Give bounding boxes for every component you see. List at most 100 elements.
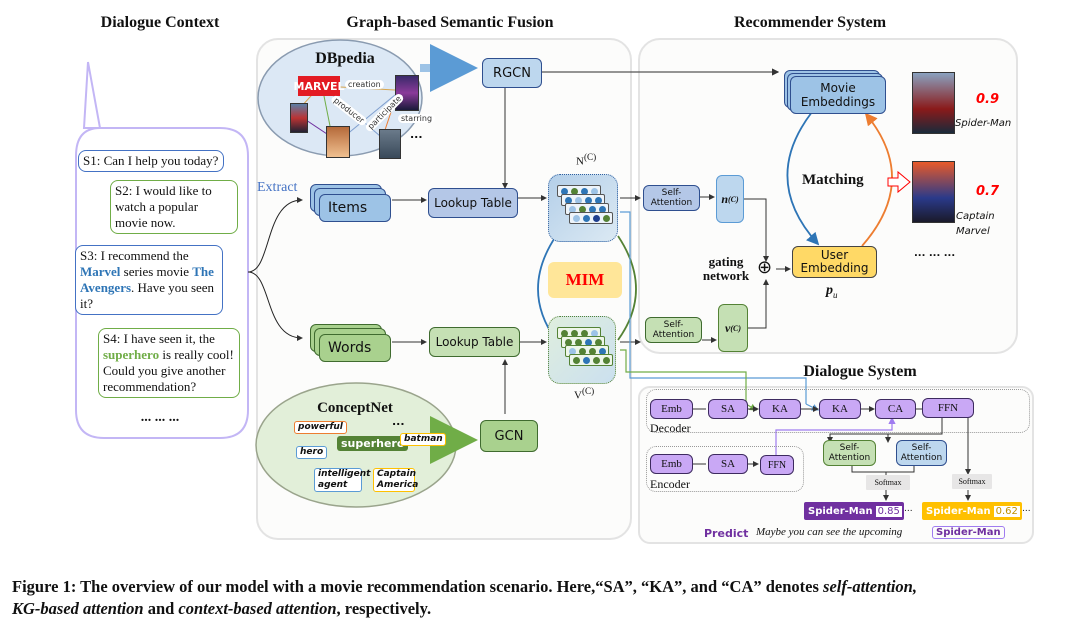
decoder-label: Decoder (650, 421, 691, 435)
items-block: Items (319, 194, 391, 222)
results-more: ... ... ... (914, 248, 956, 259)
utterance-s1: S1: Can I help you today? (78, 150, 224, 172)
conceptnet-title: ConceptNet (317, 400, 393, 416)
embedding-dot (603, 356, 610, 364)
v-vector: v(C) (718, 304, 748, 352)
caption-text: Figure 1: The overview of our model with… (12, 577, 824, 596)
dbpedia-title: DBpedia (315, 50, 375, 67)
captain-marvel-poster (912, 161, 955, 223)
n-matrix-label: N(C) (576, 152, 596, 168)
marvel-logo: MARVEL (294, 76, 344, 96)
concept-hero: hero (296, 446, 328, 459)
relation-creation: creation (345, 80, 384, 89)
matching-label: Matching (802, 172, 864, 188)
user-embedding-block: User Embedding (792, 246, 877, 278)
decoder-ca: CA (875, 399, 916, 419)
score-spiderman: 0.9 (976, 92, 1000, 107)
embedding-dot (561, 187, 568, 195)
encoder-label: Encoder (650, 477, 690, 491)
prediction-right-score: 0.62 (993, 505, 1020, 517)
pu-main: p (826, 283, 833, 298)
n-vec-label: n (721, 191, 728, 206)
embedding-dot (589, 347, 596, 355)
embedding-dot (569, 347, 576, 355)
caption-text: , respectively. (336, 599, 432, 618)
utterance-s2: S2: I would like to watch a popular movi… (110, 180, 238, 234)
embedding-dot (591, 187, 598, 195)
rgcn-block: RGCN (482, 58, 542, 88)
caption-italic: context-based attention (178, 599, 337, 618)
relation-starring: starring (398, 114, 436, 123)
encoder-sa: SA (708, 454, 748, 474)
predict-sentence: Maybe you can see the upcoming (756, 526, 903, 538)
embedding-dot (571, 329, 578, 337)
predict-word: Spider-Man (932, 526, 1005, 539)
prediction-left-score: 0.85 (875, 505, 902, 517)
encoder-emb: Emb (650, 454, 693, 474)
figure-caption: Figure 1: The overview of our model with… (12, 576, 1078, 620)
embedding-dot (581, 187, 588, 195)
person-photo (326, 126, 350, 158)
embedding-row (569, 354, 613, 366)
score-captain-marvel: 0.7 (976, 184, 1000, 199)
v-label: V (574, 389, 582, 402)
concept-batman: batman (400, 433, 446, 446)
decoder-sa: SA (708, 399, 748, 419)
softmax-right: Softmax (952, 474, 992, 489)
prediction-left: Spider-Man 0.85 (804, 502, 904, 520)
embedding-dot (579, 205, 586, 213)
keyword-superhero: superhero (103, 347, 160, 362)
pu-sub: u (833, 289, 838, 300)
gating-network-label: gating network (702, 254, 750, 283)
keyword-avengers: The Avengers (80, 264, 214, 295)
v-vec-label: v (725, 320, 731, 335)
self-attention-green: Self-Attention (823, 440, 876, 466)
prediction-left-more: ... (904, 504, 913, 514)
s4-text: is really cool! Could you give another r… (103, 347, 234, 394)
decoder-ka-2: KA (819, 399, 861, 419)
s3-text: S3: I recommend the (80, 248, 189, 263)
embedding-dot (569, 205, 576, 213)
embedding-row (569, 212, 613, 224)
lookup-table-items: Lookup Table (428, 188, 518, 218)
embedding-dot (591, 329, 598, 337)
self-attention-items: Self-Attention (643, 185, 700, 211)
spiderman-thumb (290, 103, 308, 133)
caption-line-2: KG-based attention and context-based att… (12, 598, 1078, 620)
prediction-right-word: Spider-Man (926, 505, 991, 517)
embedding-dot (561, 329, 568, 337)
n-vec-sup: (C) (728, 194, 739, 204)
gcn-block: GCN (480, 420, 538, 452)
softmax-left: Softmax (866, 475, 910, 490)
embedding-dot (599, 205, 606, 213)
extract-label: Extract (257, 180, 298, 195)
embedding-dot (585, 338, 592, 346)
decoder-ffn: FFN (922, 398, 974, 418)
decoder-region (646, 389, 1030, 433)
embedding-dot (581, 329, 588, 337)
plus-operator-icon: ⊕ (757, 257, 773, 278)
embedding-dot (579, 347, 586, 355)
n-matrix (548, 174, 618, 242)
embedding-dot (589, 205, 596, 213)
keyword-marvel: Marvel (80, 264, 121, 279)
caption-text: and (143, 599, 179, 618)
v-matrix-label: V(C) (574, 386, 594, 402)
mim-block: MIM (548, 262, 622, 298)
embedding-dot (593, 214, 600, 222)
v-sup: (C) (581, 386, 595, 396)
caption-italic: KG-based attention (12, 599, 144, 618)
prediction-left-word: Spider-Man (808, 505, 873, 517)
lookup-table-words: Lookup Table (429, 327, 520, 357)
dbpedia-more: ... (410, 128, 423, 141)
embedding-dot (565, 196, 572, 204)
s3-text: . Have you seen it? (80, 280, 215, 311)
movie-embeddings-block: Movie Embeddings (790, 76, 886, 114)
concept-intelligent-agent: intelligent agent (314, 468, 370, 492)
embedding-dot (571, 187, 578, 195)
utterance-s4: S4: I have seen it, the superhero is rea… (98, 328, 240, 398)
n-vector: n(C) (716, 175, 744, 223)
prediction-right: Spider-Man 0.62 (922, 502, 1022, 520)
embedding-dot (575, 196, 582, 204)
embedding-dot (583, 356, 590, 364)
